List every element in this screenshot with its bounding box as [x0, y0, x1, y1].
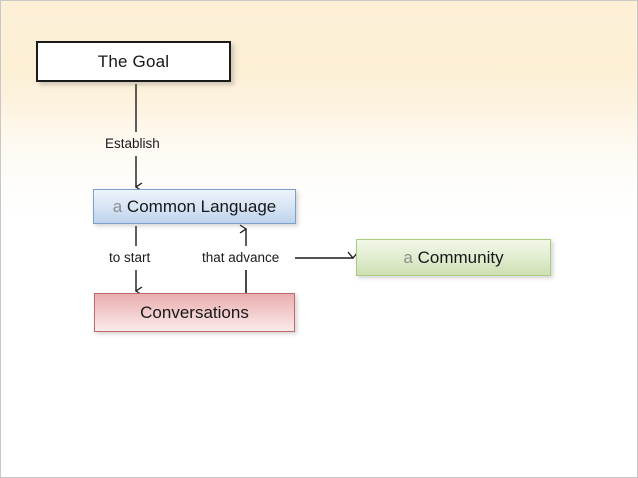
- conversations-label: Conversations: [140, 303, 249, 323]
- common-language-node[interactable]: a Common Language: [93, 189, 296, 224]
- edge-label-establish: Establish: [105, 136, 160, 151]
- common-language-prefix: a: [112, 196, 127, 216]
- conversations-node[interactable]: Conversations: [94, 293, 295, 332]
- the-goal-label: The Goal: [98, 52, 170, 72]
- conversations-text: Conversations: [140, 302, 249, 322]
- the-goal-text: The Goal: [97, 51, 170, 71]
- edge-label-to-start: to start: [109, 250, 151, 265]
- community-node[interactable]: a Community: [356, 239, 551, 276]
- community-text: Community: [417, 247, 504, 267]
- common-language-label: a Common Language: [113, 197, 277, 217]
- common-language-text: Common Language: [126, 196, 277, 216]
- edge-label-that-advance: that advance: [202, 250, 280, 265]
- community-label: a Community: [403, 248, 503, 268]
- the-goal-node[interactable]: The Goal: [36, 41, 231, 82]
- community-prefix: a: [403, 247, 418, 267]
